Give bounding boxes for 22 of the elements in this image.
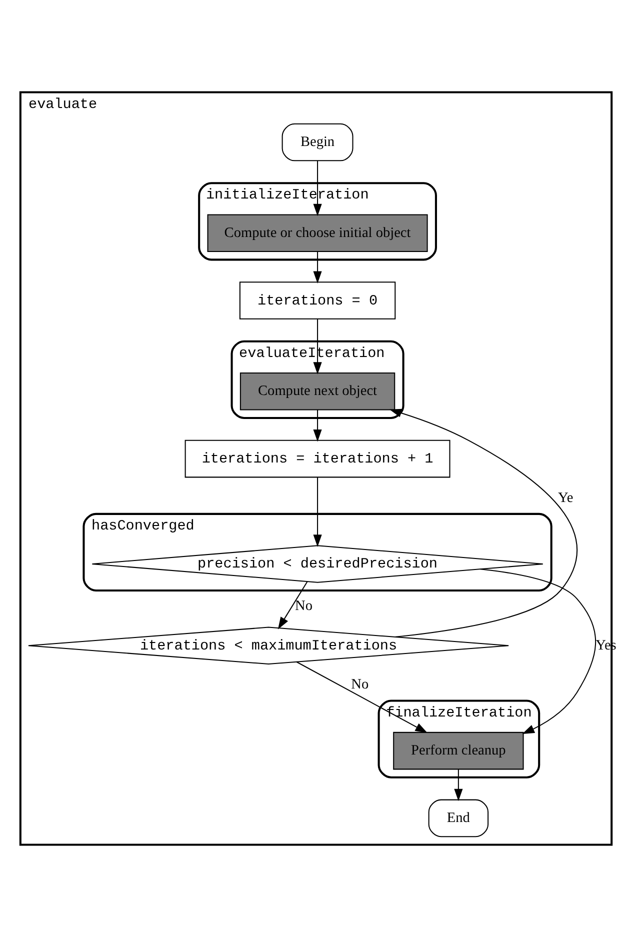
node-diamond: precision < desiredPrecision: [92, 545, 544, 583]
arrow: [454, 769, 463, 802]
edge-label: Ye: [558, 490, 574, 506]
edge-label: No: [295, 598, 312, 614]
node-box: iterations = 0: [239, 282, 396, 320]
node-box: Begin: [282, 123, 354, 162]
node-box: End: [428, 799, 489, 838]
arrow: [313, 160, 322, 216]
arrow: [296, 661, 428, 733]
node-diamond: iterations < maximumIterations: [28, 626, 510, 665]
node-box: Perform cleanup: [393, 732, 524, 770]
arrow: [389, 408, 578, 638]
arrow: [480, 568, 596, 734]
arrow: [313, 252, 322, 284]
node-box: Compute next object: [240, 372, 396, 410]
arrow: [278, 582, 308, 630]
arrow: [313, 410, 322, 442]
edge-label: No: [351, 676, 369, 693]
arrow: [313, 477, 322, 547]
node-box: Compute or choose initial object: [207, 214, 428, 252]
arrow: [313, 319, 322, 374]
node-box: iterations = iterations + 1: [184, 440, 450, 478]
